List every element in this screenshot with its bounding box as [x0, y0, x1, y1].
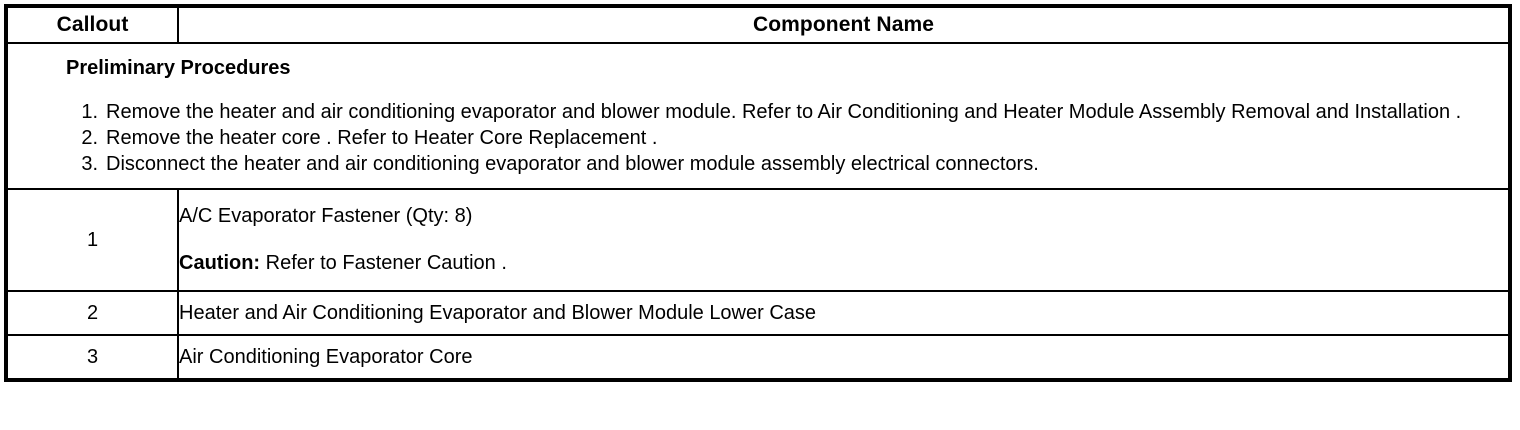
- column-header-component-name: Component Name: [177, 5, 1511, 44]
- component-name-3: Air Conditioning Evaporator Core: [177, 334, 1511, 381]
- callout-number-3: 3: [5, 334, 179, 381]
- callout-number-2: 2: [5, 290, 179, 336]
- column-header-callout: Callout: [5, 5, 179, 44]
- preliminary-procedures-list: Remove the heater and air conditioning e…: [32, 100, 1498, 177]
- preliminary-step-3: Disconnect the heater and air conditioni…: [72, 152, 1039, 177]
- preliminary-step-1: Remove the heater and air conditioning e…: [72, 100, 1462, 125]
- table-row: 1 A/C Evaporator Fastener (Qty: 8) Cauti…: [5, 188, 1511, 292]
- callout-component-table: Callout Component Name Preliminary Proce…: [4, 4, 1512, 382]
- component-name-2: Heater and Air Conditioning Evaporator a…: [177, 290, 1511, 336]
- table-body: Preliminary Procedures Remove the heater…: [5, 42, 1511, 381]
- preliminary-step-2: Remove the heater core . Refer to Heater…: [72, 126, 658, 151]
- caution-text-1: Refer to Fastener Caution .: [260, 252, 507, 274]
- header-row: Callout Component Name: [5, 5, 1511, 44]
- component-name-1-caution: Caution: Refer to Fastener Caution .: [179, 251, 1508, 276]
- preliminary-procedures-row: Preliminary Procedures Remove the heater…: [5, 42, 1511, 190]
- table-row: 3 Air Conditioning Evaporator Core: [5, 334, 1511, 381]
- callout-number-1: 1: [5, 188, 179, 292]
- preliminary-procedures-cell: Preliminary Procedures Remove the heater…: [5, 42, 1511, 190]
- component-name-1-primary: A/C Evaporator Fastener (Qty: 8): [179, 205, 473, 227]
- caution-label-1: Caution:: [179, 252, 261, 274]
- component-name-1: A/C Evaporator Fastener (Qty: 8) Caution…: [177, 188, 1511, 292]
- preliminary-procedures-inner: Preliminary Procedures Remove the heater…: [8, 44, 1508, 188]
- table-row: 2 Heater and Air Conditioning Evaporator…: [5, 290, 1511, 336]
- table-header: Callout Component Name: [5, 5, 1511, 44]
- preliminary-procedures-title: Preliminary Procedures: [66, 57, 291, 79]
